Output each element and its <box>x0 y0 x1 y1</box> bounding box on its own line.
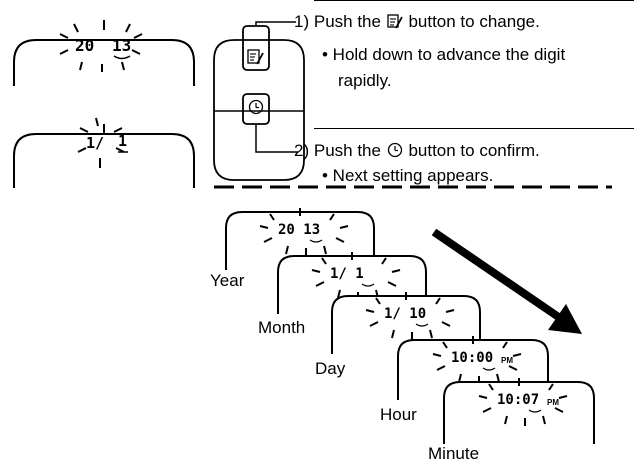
lcd-digits-month: 1/ 1 <box>330 266 364 282</box>
blink-mark <box>329 213 335 221</box>
blink-mark <box>269 213 275 221</box>
blink-mark <box>391 329 395 339</box>
blink-mark <box>458 373 462 383</box>
step-2-text-after: button to confirm. <box>408 141 540 160</box>
month-display-top: 1/ 1 <box>13 117 195 188</box>
lcd-digits-day: 1/ 10 <box>384 306 426 322</box>
blink-mark <box>391 269 401 273</box>
blink-mark <box>508 365 518 371</box>
blink-underline <box>415 323 429 327</box>
blink-mark <box>502 341 508 349</box>
blink-mark <box>315 281 325 287</box>
blink-mark <box>429 329 433 339</box>
step-2-bullet: • Next setting appears. <box>322 166 494 185</box>
blink-mark <box>504 415 508 425</box>
blink-mark <box>436 365 446 371</box>
blink-mark <box>365 309 375 313</box>
edit-icon <box>387 14 403 29</box>
step-2-rule <box>314 128 634 129</box>
step-2-text-before: Push the <box>313 141 381 160</box>
control-panel <box>213 21 305 181</box>
lcd-digits-year: 20 13 <box>278 222 320 238</box>
blink-mark <box>441 321 451 327</box>
step-1-line: 1) Push the button to change. <box>294 10 540 33</box>
label-day: Day <box>315 359 346 378</box>
step-1-bullet: • Hold down to advance the digit <box>322 45 566 64</box>
label-month: Month <box>258 318 306 337</box>
blink-marks <box>59 20 143 72</box>
blink-mark <box>375 297 381 305</box>
blink-mark <box>259 225 269 229</box>
lcd-minute: 10:07 PM <box>443 378 595 444</box>
leader-line-1 <box>255 21 296 26</box>
blink-mark <box>435 297 441 305</box>
blink-mark <box>339 225 349 229</box>
label-minute: Minute <box>428 444 480 463</box>
step-2-line: 2) Push the button to confirm. <box>294 139 540 162</box>
blink-mark <box>432 353 442 357</box>
blink-mark <box>496 373 500 383</box>
step-2-number: 2) <box>294 141 310 160</box>
lcd-digits-minute: 10:07 <box>497 392 539 408</box>
blink-mark <box>311 269 321 273</box>
edit-icon <box>247 49 264 65</box>
lcd-suffix-hour: PM <box>501 356 513 365</box>
month-digits-right: 1 <box>118 132 127 150</box>
blink-mark <box>285 245 289 255</box>
step-1-text-before: Push the <box>313 12 381 31</box>
lcd-suffix-minute: PM <box>547 398 559 407</box>
blink-mark <box>542 415 546 425</box>
blink-mark <box>548 383 554 391</box>
month-digits-left: 1/ <box>86 134 104 152</box>
step-1-text-after: button to change. <box>408 12 540 31</box>
top-displays: 20 13 1/ 1 <box>13 20 195 188</box>
clock-icon <box>248 99 264 115</box>
blink-mark <box>369 321 379 327</box>
blink-mark <box>558 395 568 399</box>
step-1-number: 1) <box>294 12 310 31</box>
year-digits-right: 13 <box>112 36 131 55</box>
year-digits-left: 20 <box>75 36 94 55</box>
leader-line-2 <box>255 124 298 153</box>
step-1-rule <box>314 0 634 1</box>
blink-mark <box>263 237 273 243</box>
blink-mark <box>321 257 327 265</box>
blink-underline <box>528 409 542 413</box>
blink-underline <box>361 283 375 287</box>
blink-mark <box>442 341 448 349</box>
blink-mark <box>387 281 397 287</box>
blink-underline <box>309 239 323 243</box>
blink-mark <box>335 237 345 243</box>
blink-mark <box>488 383 494 391</box>
blink-mark <box>554 407 564 413</box>
blink-mark <box>512 353 522 357</box>
blink-mark <box>482 407 492 413</box>
blink-underline <box>482 367 496 371</box>
blink-mark <box>323 245 327 255</box>
clock-icon <box>387 142 402 158</box>
label-hour: Hour <box>380 405 417 424</box>
step-1-bullet-cont: rapidly. <box>338 71 392 90</box>
year-display-top: 20 13 <box>13 20 195 86</box>
label-year: Year <box>210 271 245 290</box>
blink-mark <box>478 395 488 399</box>
progress-arrow <box>431 228 582 334</box>
blink-mark <box>381 257 387 265</box>
blink-mark <box>445 309 455 313</box>
blink-mark <box>337 289 341 299</box>
lcd-digits-hour: 10:00 <box>451 350 493 366</box>
